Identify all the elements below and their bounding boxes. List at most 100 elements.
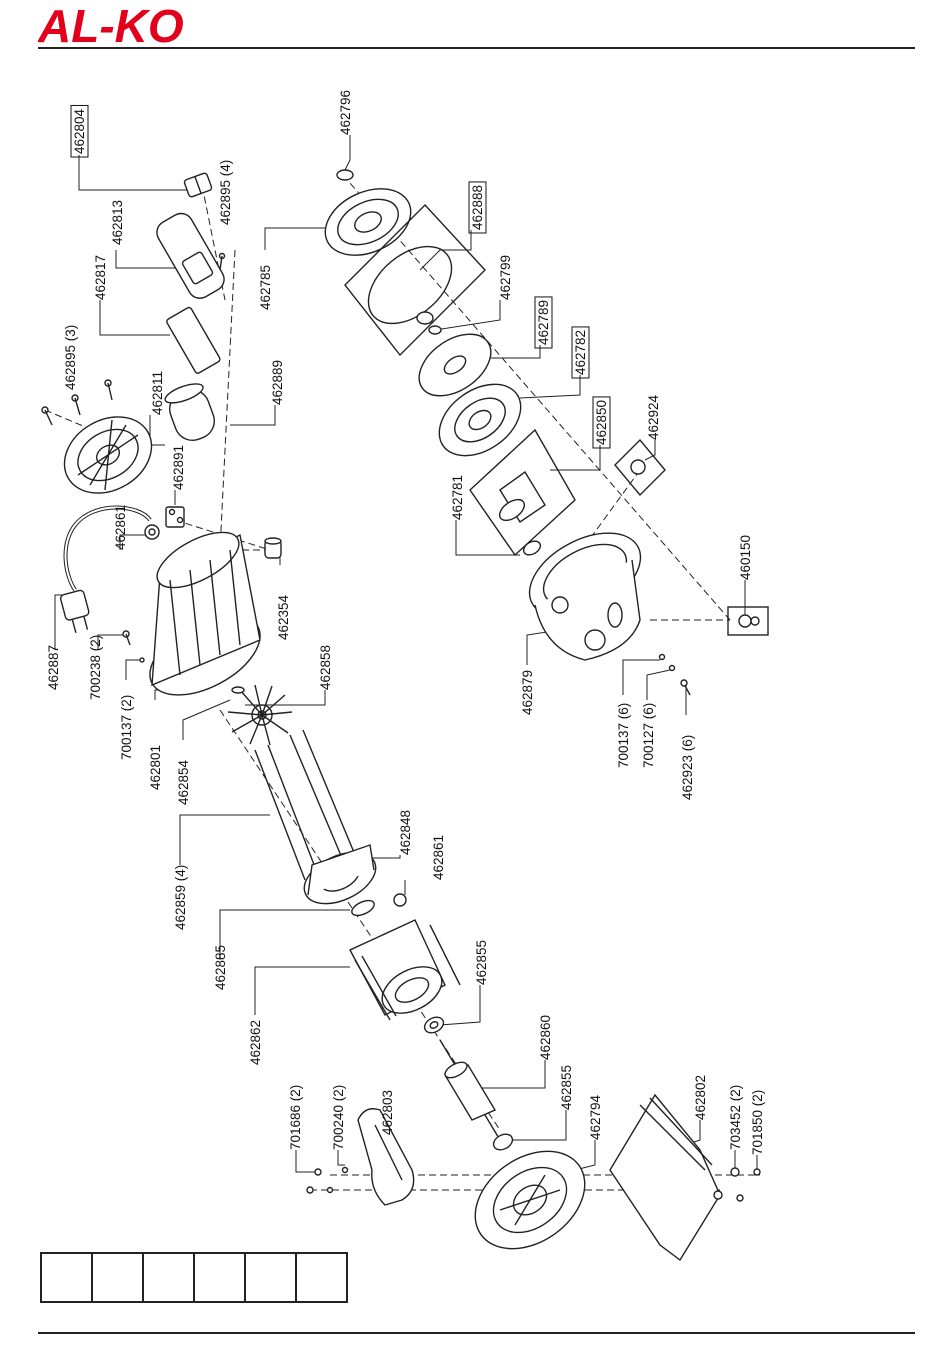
bush-part <box>264 537 282 559</box>
part-number-label: 462796 <box>338 90 353 135</box>
part-number-label: 462789 <box>536 300 551 345</box>
model-cell <box>91 1252 144 1303</box>
header-rule <box>38 47 915 49</box>
screws-housing <box>658 653 691 696</box>
part-number-label: 460150 <box>738 535 753 580</box>
switch-gasket-part <box>166 306 221 374</box>
part-number-label: 703452 (2) <box>728 1085 743 1150</box>
part-label-box <box>468 181 487 234</box>
plug-part <box>59 589 90 633</box>
motor-flange-part <box>474 1150 586 1250</box>
part-number-label: 462802 <box>693 1075 708 1120</box>
switch-housing-part <box>156 212 225 299</box>
part-label-group: 701850 (2) <box>750 1090 765 1155</box>
part-label-group: 462923 (6) <box>680 735 695 800</box>
o-ring-kit-part <box>344 203 486 357</box>
part-number-label: 462858 <box>318 645 333 690</box>
part-number-label: 462785 <box>258 265 273 310</box>
impeller-stage-part <box>438 383 522 457</box>
screws-700238-700137 <box>122 630 145 663</box>
diffuser-part <box>418 333 492 397</box>
part-label-box <box>534 296 553 349</box>
part-label-group: 462796 <box>338 90 353 135</box>
part-number-label: 701850 (2) <box>750 1090 765 1155</box>
part-number-label: 462888 <box>470 185 485 230</box>
switch-cap-part <box>183 172 213 198</box>
part-label-box <box>571 326 590 379</box>
model-cell <box>244 1252 297 1303</box>
part-label-group: 462794 <box>588 1094 603 1140</box>
part-label-group: 462782 <box>571 326 590 379</box>
handle-part <box>357 1108 415 1206</box>
part-number-label: 462860 <box>538 1015 553 1060</box>
part-label-group: 462887 <box>46 645 61 690</box>
part-number-label: 701686 (2) <box>288 1085 303 1150</box>
tie-rods-part <box>254 729 359 881</box>
part-number-label: 462879 <box>520 670 535 715</box>
part-illustrations <box>41 169 769 1262</box>
seal-ring-part <box>428 325 442 335</box>
part-label-group: 462354 <box>276 594 291 640</box>
drain-plug-kit-part <box>727 606 769 636</box>
part-label-group: 700127 (6) <box>641 703 656 768</box>
part-number-label: 462855 <box>474 940 489 985</box>
part-label-group: 462924 <box>646 394 661 440</box>
part-number-label: 700238 (2) <box>88 635 103 700</box>
part-label-group: 700238 (2) <box>88 635 103 700</box>
part-label-box <box>70 104 89 158</box>
part-number-label: 462794 <box>588 1094 603 1140</box>
fan-cover-part <box>63 416 153 494</box>
part-number-label: 462850 <box>594 400 609 445</box>
part-label-group: 462811 <box>150 371 165 415</box>
part-number-label: 462813 <box>110 200 125 245</box>
part-label-group: 462861 <box>113 505 128 550</box>
part-label-group: 462781 <box>450 475 465 520</box>
part-number-label: 462354 <box>276 594 291 640</box>
part-label-group: 462785 <box>258 265 273 310</box>
model-table <box>40 1252 348 1303</box>
part-number-label: 700137 (2) <box>119 695 134 760</box>
bearing-front-part <box>423 1016 445 1034</box>
part-number-label: 462923 (6) <box>680 735 695 800</box>
part-label-group: 462891 <box>171 445 186 490</box>
part-label-group: 462850 <box>592 396 611 449</box>
part-number-label: 462891 <box>171 445 186 490</box>
terminal-part <box>165 506 185 528</box>
model-cell <box>40 1252 93 1303</box>
part-label-group: 462885 <box>213 945 228 990</box>
part-label-group: 462888 <box>468 181 487 234</box>
part-label-group: 462813 <box>110 200 125 245</box>
fan-part <box>227 684 293 746</box>
part-number-label: 462924 <box>646 394 661 440</box>
part-number-label: 462861 <box>113 505 128 550</box>
model-cell <box>193 1252 246 1303</box>
part-label-group: 462854 <box>176 759 191 805</box>
part-number-label: 462859 (4) <box>173 865 188 930</box>
part-label-group: 462802 <box>693 1075 708 1120</box>
part-number-label: 700137 (6) <box>616 703 631 768</box>
part-label-group: 462801 <box>148 745 163 790</box>
part-number-label: 462887 <box>46 645 61 690</box>
power-cable-part <box>63 505 152 592</box>
retaining-clip-part <box>231 686 245 694</box>
part-label-group: 703452 (2) <box>728 1085 743 1150</box>
pump-housing-part <box>528 532 642 661</box>
part-label-group: 462789 <box>534 296 553 349</box>
rotor-part <box>439 1039 501 1141</box>
part-number-label: 462782 <box>573 330 588 375</box>
model-cell <box>295 1252 348 1303</box>
model-cell <box>142 1252 195 1303</box>
part-number-label: 462855 <box>559 1065 574 1110</box>
stator-part <box>349 919 461 1021</box>
screws-462895 <box>41 252 226 426</box>
part-label-group: 462855 <box>474 940 489 985</box>
grommet-part <box>393 893 407 907</box>
part-number-label: 462848 <box>398 810 413 855</box>
part-number-label: 462799 <box>498 255 513 300</box>
part-label-group: 462803 <box>380 1090 395 1135</box>
part-number-label: 462803 <box>380 1090 395 1135</box>
part-number-label: 462889 <box>270 360 285 405</box>
motor-rear-housing-part <box>149 531 261 696</box>
part-label-group: 462879 <box>520 670 535 715</box>
